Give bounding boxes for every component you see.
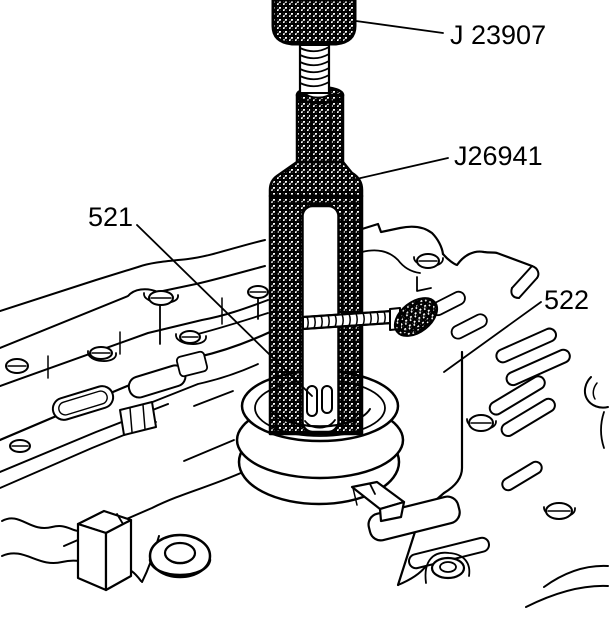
thumbscrew <box>301 297 439 337</box>
hub-splines-521 <box>303 385 338 436</box>
transmission-case-right <box>360 222 609 608</box>
leader-line-522 <box>443 301 542 373</box>
callout-j26941: J26941 <box>351 141 543 181</box>
label-522: 522 <box>544 285 589 315</box>
race-inner-rim <box>281 413 359 428</box>
hex-column <box>295 93 345 164</box>
transmission-case-left <box>0 239 272 547</box>
label-521: 521 <box>88 202 133 232</box>
sleeve-shoulder <box>268 160 364 198</box>
callout-j23907: J 23907 <box>355 20 546 50</box>
label-j26941: J26941 <box>454 141 543 171</box>
gasket-and-hardware <box>1 509 212 592</box>
label-j23907: J 23907 <box>450 20 546 50</box>
leader-line-j26941 <box>351 157 449 181</box>
callout-522: 522 <box>443 285 589 373</box>
callout-521: 521 <box>88 202 313 397</box>
bolt-hole <box>5 285 269 453</box>
tool-j26941 <box>268 85 364 436</box>
leader-line-521 <box>136 224 313 397</box>
washer <box>148 533 212 579</box>
locating-tab <box>350 480 406 523</box>
ribbed-boss-522 <box>367 327 576 587</box>
flange-opening <box>51 350 209 436</box>
thumbscrew-head <box>393 297 439 337</box>
alignment-block <box>76 509 133 592</box>
tool-j23907 <box>271 0 357 95</box>
leader-line-j23907 <box>355 20 444 34</box>
screw-head <box>271 0 357 46</box>
